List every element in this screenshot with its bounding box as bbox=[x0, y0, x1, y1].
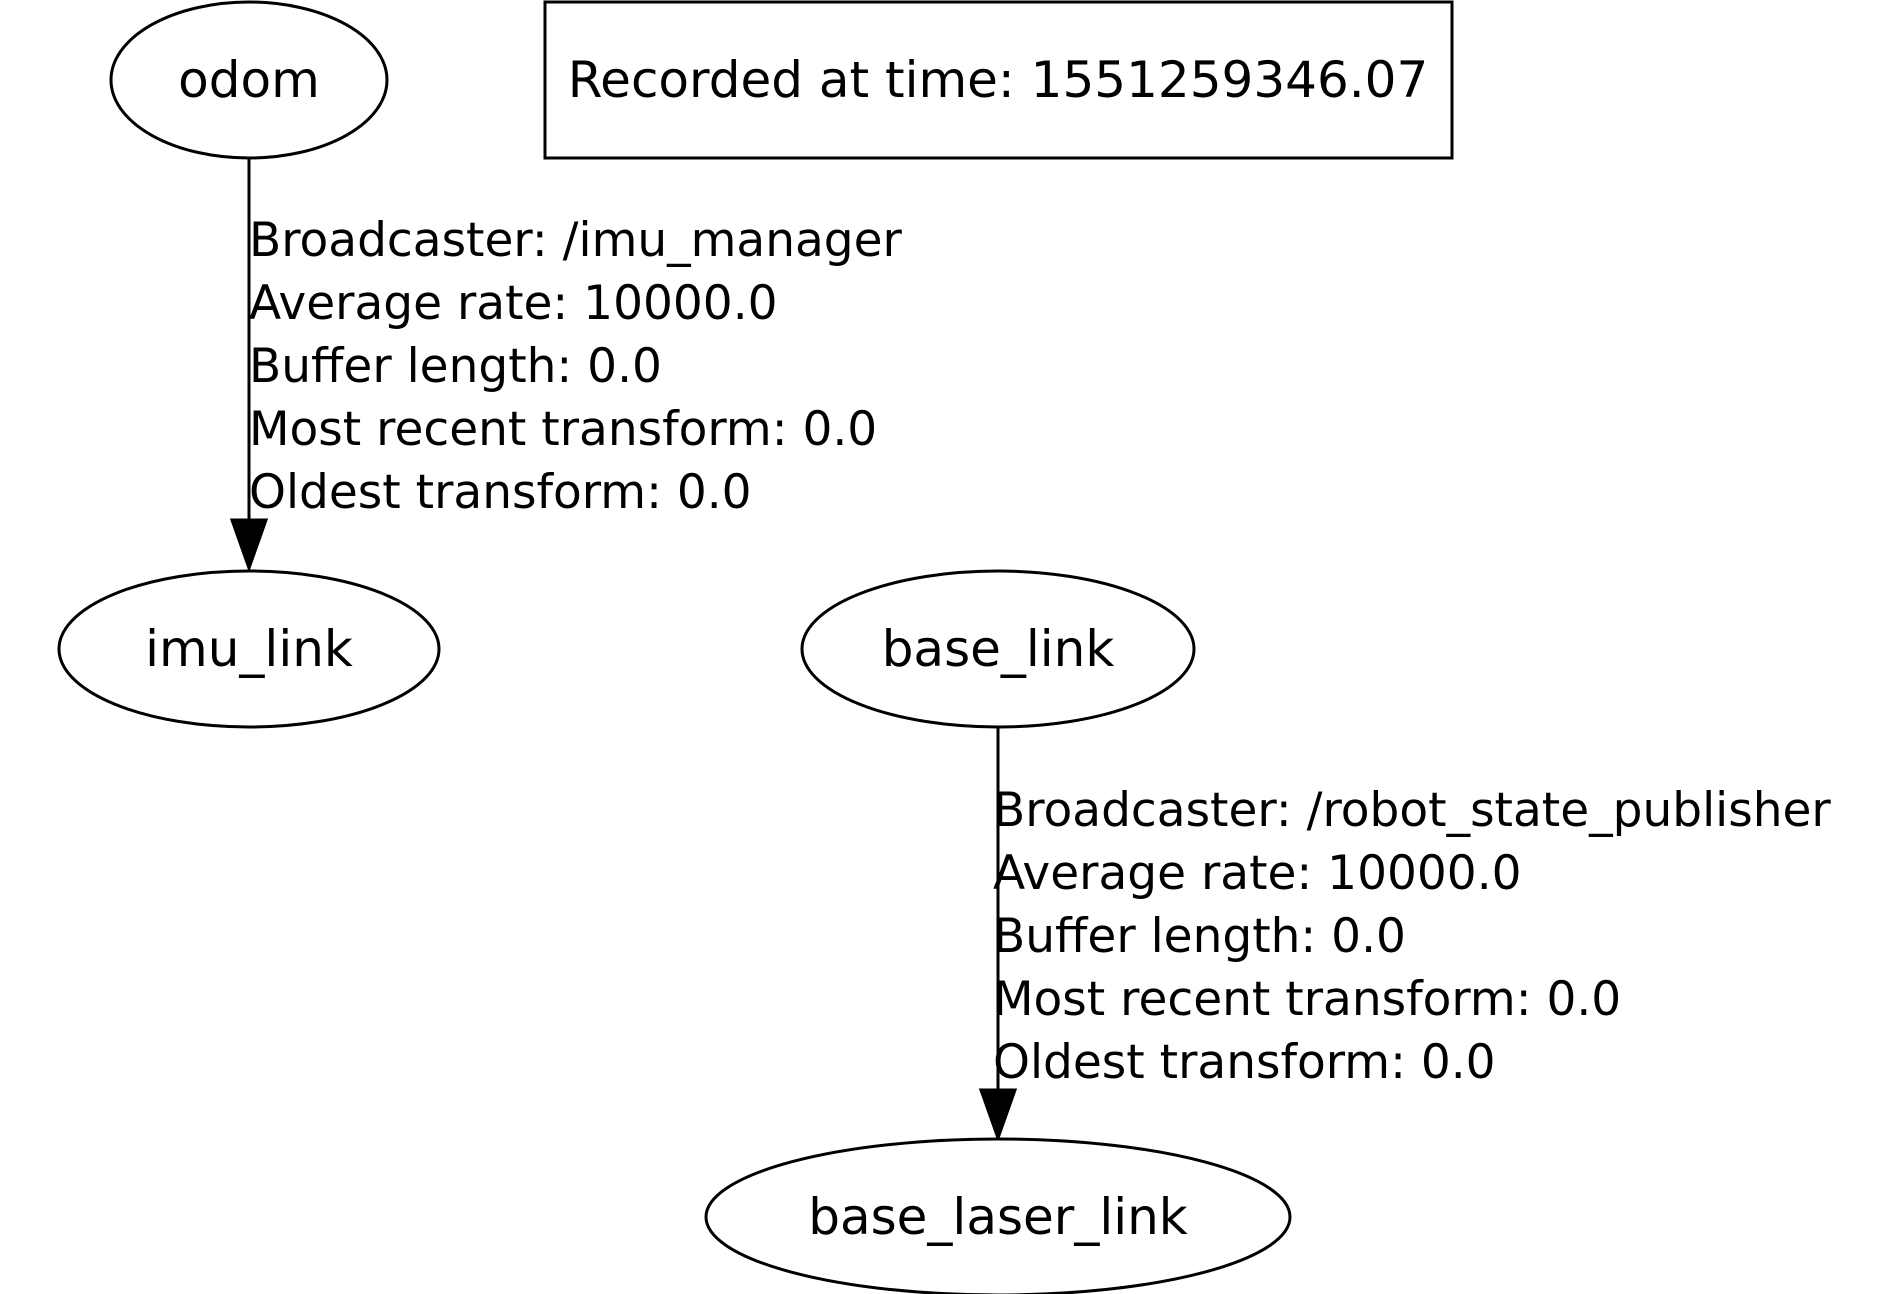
edge-label-line: Broadcaster: /robot_state_publisher bbox=[993, 783, 1831, 838]
arrowhead-icon bbox=[229, 518, 269, 573]
edge-label-line: Buffer length: 0.0 bbox=[249, 339, 662, 394]
recorded-time-box: Recorded at time: 1551259346.07 bbox=[543, 0, 1454, 160]
edge-label-line: Most recent transform: 0.0 bbox=[249, 402, 877, 457]
node-imu-link-label: imu_link bbox=[145, 620, 353, 678]
node-imu-link: imu_link bbox=[57, 569, 441, 729]
node-odom: odom bbox=[109, 0, 389, 160]
node-base-laser-link-label: base_laser_link bbox=[808, 1188, 1188, 1246]
recorded-time-frame bbox=[543, 0, 1454, 160]
recorded-time-label: Recorded at time: 1551259346.07 bbox=[568, 51, 1429, 109]
node-base-laser-link: base_laser_link bbox=[704, 1137, 1292, 1294]
edge-label-line: Oldest transform: 0.0 bbox=[993, 1035, 1496, 1090]
node-base-link-label: base_link bbox=[882, 620, 1115, 678]
node-base-laser-link-ellipse bbox=[704, 1137, 1292, 1294]
node-base-link: base_link bbox=[800, 569, 1196, 729]
node-odom-label: odom bbox=[178, 51, 320, 109]
node-base-link-ellipse bbox=[800, 569, 1196, 729]
edge-odom-imu-link: Broadcaster: /imu_manager Average rate: … bbox=[229, 158, 903, 573]
edge-label-line: Broadcaster: /imu_manager bbox=[249, 213, 903, 268]
edge-label-line: Most recent transform: 0.0 bbox=[993, 972, 1621, 1027]
edge-label-line: Buffer length: 0.0 bbox=[993, 909, 1406, 964]
edge-base-link-base-laser-link: Broadcaster: /robot_state_publisher Aver… bbox=[978, 727, 1831, 1143]
node-odom-ellipse bbox=[109, 0, 389, 160]
arrowhead-icon bbox=[978, 1088, 1018, 1143]
edge-label-line: Oldest transform: 0.0 bbox=[249, 465, 752, 520]
edge-label-line: Average rate: 10000.0 bbox=[993, 846, 1522, 901]
node-imu-link-ellipse bbox=[57, 569, 441, 729]
edge-label-line: Average rate: 10000.0 bbox=[249, 276, 778, 331]
